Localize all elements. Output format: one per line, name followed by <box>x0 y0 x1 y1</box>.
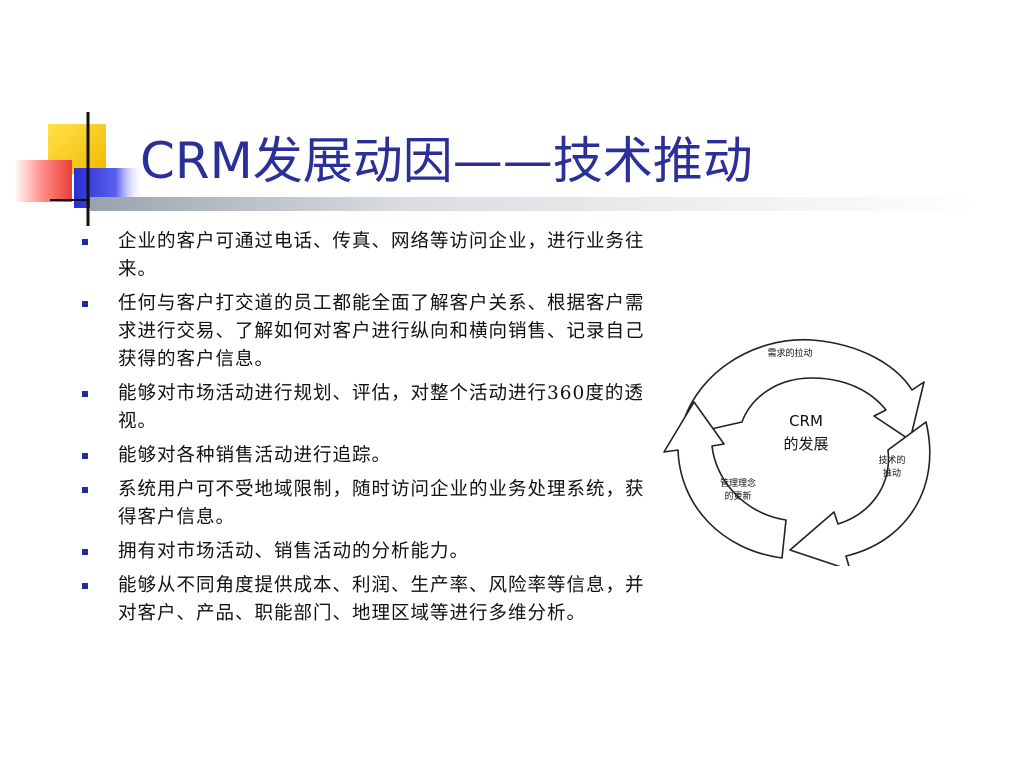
bullet-text: 能够对市场活动进行规划、评估，对整个活动进行360度的透视。 <box>118 383 644 432</box>
title-underline <box>90 197 980 211</box>
bullet-text: 能够从不同角度提供成本、利润、生产率、风险率等信息，并对客户、产品、职能部门、地… <box>118 575 645 624</box>
cycle-arrow-top <box>679 339 925 441</box>
bullet-marker-icon <box>82 583 88 589</box>
diagram-label-tech-push-1: 技术的 <box>878 454 905 466</box>
bullet-marker-icon <box>82 301 88 307</box>
bullet-text: 能够对各种销售活动进行追踪。 <box>118 445 392 466</box>
bullet-item: 拥有对市场活动、销售活动的分析能力。 <box>78 538 648 566</box>
bullet-marker-icon <box>82 549 88 555</box>
diagram-label-mgmt-1: 管理理念 <box>720 477 756 489</box>
cycle-arrow-right <box>789 421 931 566</box>
bullet-item: 能够对市场活动进行规划、评估，对整个活动进行360度的透视。 <box>78 380 648 436</box>
bullet-item: 任何与客户打交道的员工都能全面了解客户关系、根据客户需求进行交易、了解如何对客户… <box>78 290 648 374</box>
title-decoration <box>14 112 150 226</box>
crm-cycle-diagram: CRM 的发展 需求的拉动 技术的 推动 管理理念 的更新 <box>663 339 931 566</box>
bullet-item: 能够对各种销售活动进行追踪。 <box>78 442 648 470</box>
diagram-center-crm: CRM <box>789 412 823 430</box>
bullet-item: 企业的客户可通过电话、传真、网络等访问企业，进行业务往来。 <box>78 228 648 284</box>
bullet-text: 企业的客户可通过电话、传真、网络等访问企业，进行业务往来。 <box>118 231 645 280</box>
bullet-item: 系统用户可不受地域限制，随时访问企业的业务处理系统，获得客户信息。 <box>78 476 648 532</box>
bullet-text: 拥有对市场活动、销售活动的分析能力。 <box>118 541 470 562</box>
bullet-marker-icon <box>82 391 88 397</box>
bullet-text: 任何与客户打交道的员工都能全面了解客户关系、根据客户需求进行交易、了解如何对客户… <box>118 293 645 370</box>
diagram-label-tech-push-2: 推动 <box>883 467 901 479</box>
diagram-label-mgmt-2: 的更新 <box>724 490 751 502</box>
diagram-label-demand-pull: 需求的拉动 <box>767 347 812 359</box>
bullet-item: 能够从不同角度提供成本、利润、生产率、风险率等信息，并对客户、产品、职能部门、地… <box>78 572 648 628</box>
deco-red-square <box>14 160 72 202</box>
bullet-list: 企业的客户可通过电话、传真、网络等访问企业，进行业务往来。 任何与客户打交道的员… <box>78 228 648 634</box>
bullet-marker-icon <box>82 453 88 459</box>
bullet-marker-icon <box>82 239 88 245</box>
bullet-marker-icon <box>82 487 88 493</box>
bullet-text: 系统用户可不受地域限制，随时访问企业的业务处理系统，获得客户信息。 <box>118 479 645 528</box>
diagram-center-development: 的发展 <box>783 435 828 453</box>
cycle-arrow-left <box>663 401 787 559</box>
slide-title: CRM发展动因——技术推动 <box>140 132 753 190</box>
